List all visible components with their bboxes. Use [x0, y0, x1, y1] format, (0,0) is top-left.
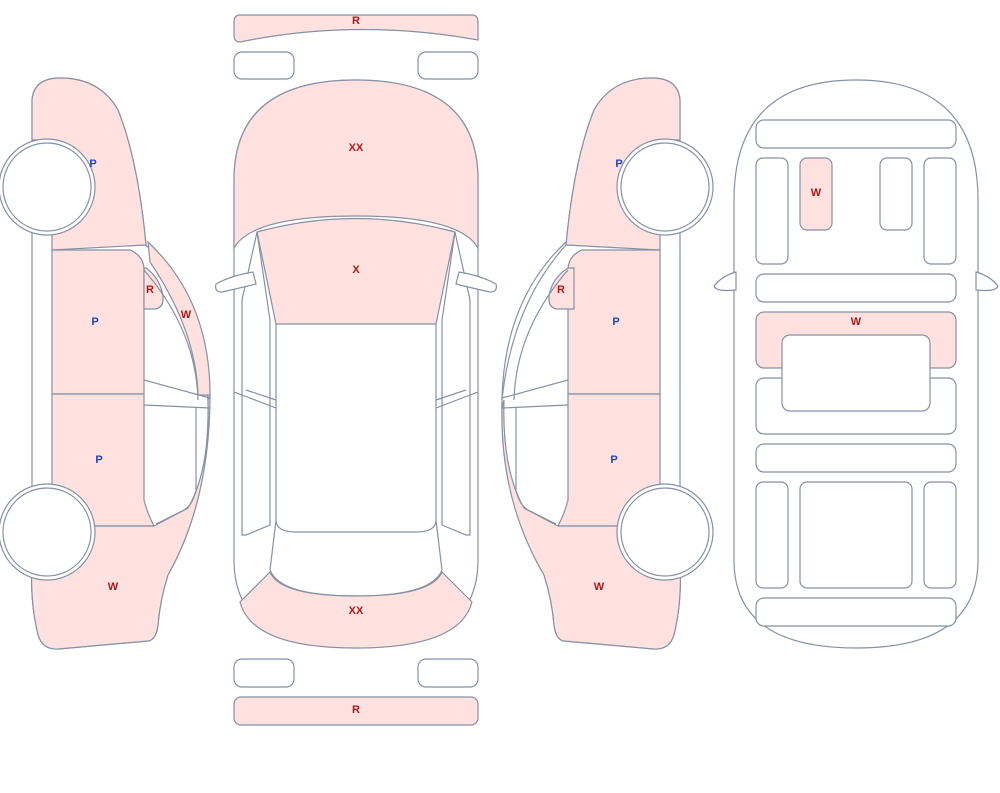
- right-rear-quarter-code: P: [615, 158, 622, 170]
- rear-left-rail[interactable]: [755, 157, 789, 265]
- front-left-light[interactable]: [233, 658, 295, 688]
- right-rear-door-panel[interactable]: [567, 249, 661, 395]
- mid-front-crossbar[interactable]: [755, 443, 957, 473]
- left-fender-code: W: [108, 581, 119, 593]
- center-crossmember-code: W: [851, 316, 862, 328]
- top-view: R XX X XX R: [215, 14, 497, 726]
- front-crossbar[interactable]: [755, 597, 957, 627]
- rear-crossbar[interactable]: [755, 119, 957, 149]
- right-fender-code: W: [594, 581, 605, 593]
- trunk-code: XX: [349, 142, 364, 154]
- right-side-view: P P P W R: [501, 77, 714, 650]
- underbody-view: W W: [713, 79, 999, 649]
- right-fender-panel[interactable]: [501, 399, 682, 650]
- right-mirror[interactable]: [455, 271, 497, 293]
- rear-inner-left-panel[interactable]: [799, 157, 833, 231]
- right-front-door-code: P: [610, 454, 617, 466]
- trunk-panel[interactable]: [233, 79, 479, 251]
- underbody-right-tab: [975, 271, 999, 292]
- left-fender-panel[interactable]: [30, 394, 211, 650]
- rear-inner-right-panel[interactable]: [879, 157, 913, 231]
- left-mirror[interactable]: [215, 271, 257, 293]
- rear-right-light[interactable]: [417, 51, 479, 80]
- front-right-rail[interactable]: [923, 481, 957, 589]
- front-left-rail[interactable]: [755, 481, 789, 589]
- right-mirror-panel[interactable]: [548, 267, 575, 310]
- underbody-left-tab: [713, 271, 737, 292]
- left-a-pillar-code: W: [181, 309, 192, 321]
- rear-bumper-panel[interactable]: [233, 14, 479, 43]
- hood-panel[interactable]: [239, 570, 473, 649]
- front-bumper-code: R: [352, 704, 360, 716]
- left-a-pillar-panel[interactable]: [147, 240, 211, 396]
- rear-inner-left-code: W: [811, 187, 822, 199]
- rear-right-rail[interactable]: [923, 157, 957, 265]
- hood-code: XX: [349, 605, 364, 617]
- left-rear-door-code: P: [91, 316, 98, 328]
- center-floor-panel[interactable]: [781, 334, 931, 412]
- rear-bumper-code: R: [352, 15, 360, 27]
- front-right-light[interactable]: [417, 658, 479, 688]
- front-bumper-panel[interactable]: [233, 696, 479, 726]
- right-rear-door-code: P: [612, 316, 619, 328]
- left-side-view: P P P W R W: [0, 77, 211, 650]
- left-rear-door-panel[interactable]: [51, 249, 145, 395]
- right-mirror-code: R: [557, 284, 565, 296]
- roof-code: X: [352, 264, 360, 276]
- engine-bay-panel[interactable]: [799, 481, 913, 589]
- left-mirror-panel[interactable]: [143, 267, 164, 310]
- left-front-door-code: P: [95, 454, 102, 466]
- cabin-frame: [275, 324, 437, 533]
- left-rear-quarter-code: P: [89, 158, 96, 170]
- mid-rear-crossbar[interactable]: [755, 273, 957, 303]
- rear-left-light[interactable]: [233, 51, 295, 80]
- left-mirror-code: R: [146, 284, 154, 296]
